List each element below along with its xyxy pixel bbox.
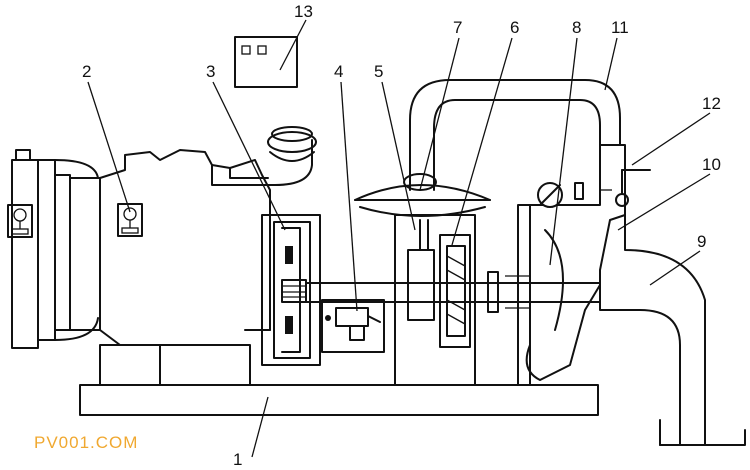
- pressure-gauge: [600, 169, 651, 207]
- base-plate: [79, 384, 599, 416]
- control-box: [234, 36, 298, 88]
- watermark: PV001.COM: [34, 433, 138, 452]
- label-5: 5: [374, 62, 383, 81]
- label-13: 13: [294, 2, 313, 21]
- leader-lines: [87, 19, 711, 458]
- label-7: 7: [453, 18, 462, 37]
- gauge-left: [7, 204, 33, 238]
- gauge-2: [117, 203, 143, 237]
- label-4: 4: [334, 62, 343, 81]
- label-9: 9: [697, 232, 706, 251]
- clutch-housing: [261, 214, 321, 366]
- label-10: 10: [702, 155, 721, 174]
- switch-box: [321, 299, 385, 353]
- label-8: 8: [572, 18, 581, 37]
- pedestal: [394, 214, 476, 386]
- label-1: 1: [233, 450, 242, 469]
- label-3: 3: [206, 62, 215, 81]
- pump-volute: [517, 144, 626, 386]
- engine: [11, 126, 317, 386]
- outlet-pipe: [599, 214, 746, 446]
- main-shaft: [305, 271, 601, 313]
- label-11: 11: [611, 18, 629, 37]
- pipe-loop: [409, 79, 621, 191]
- label-6: 6: [510, 18, 519, 37]
- label-12: 12: [702, 94, 721, 113]
- label-2: 2: [82, 62, 91, 81]
